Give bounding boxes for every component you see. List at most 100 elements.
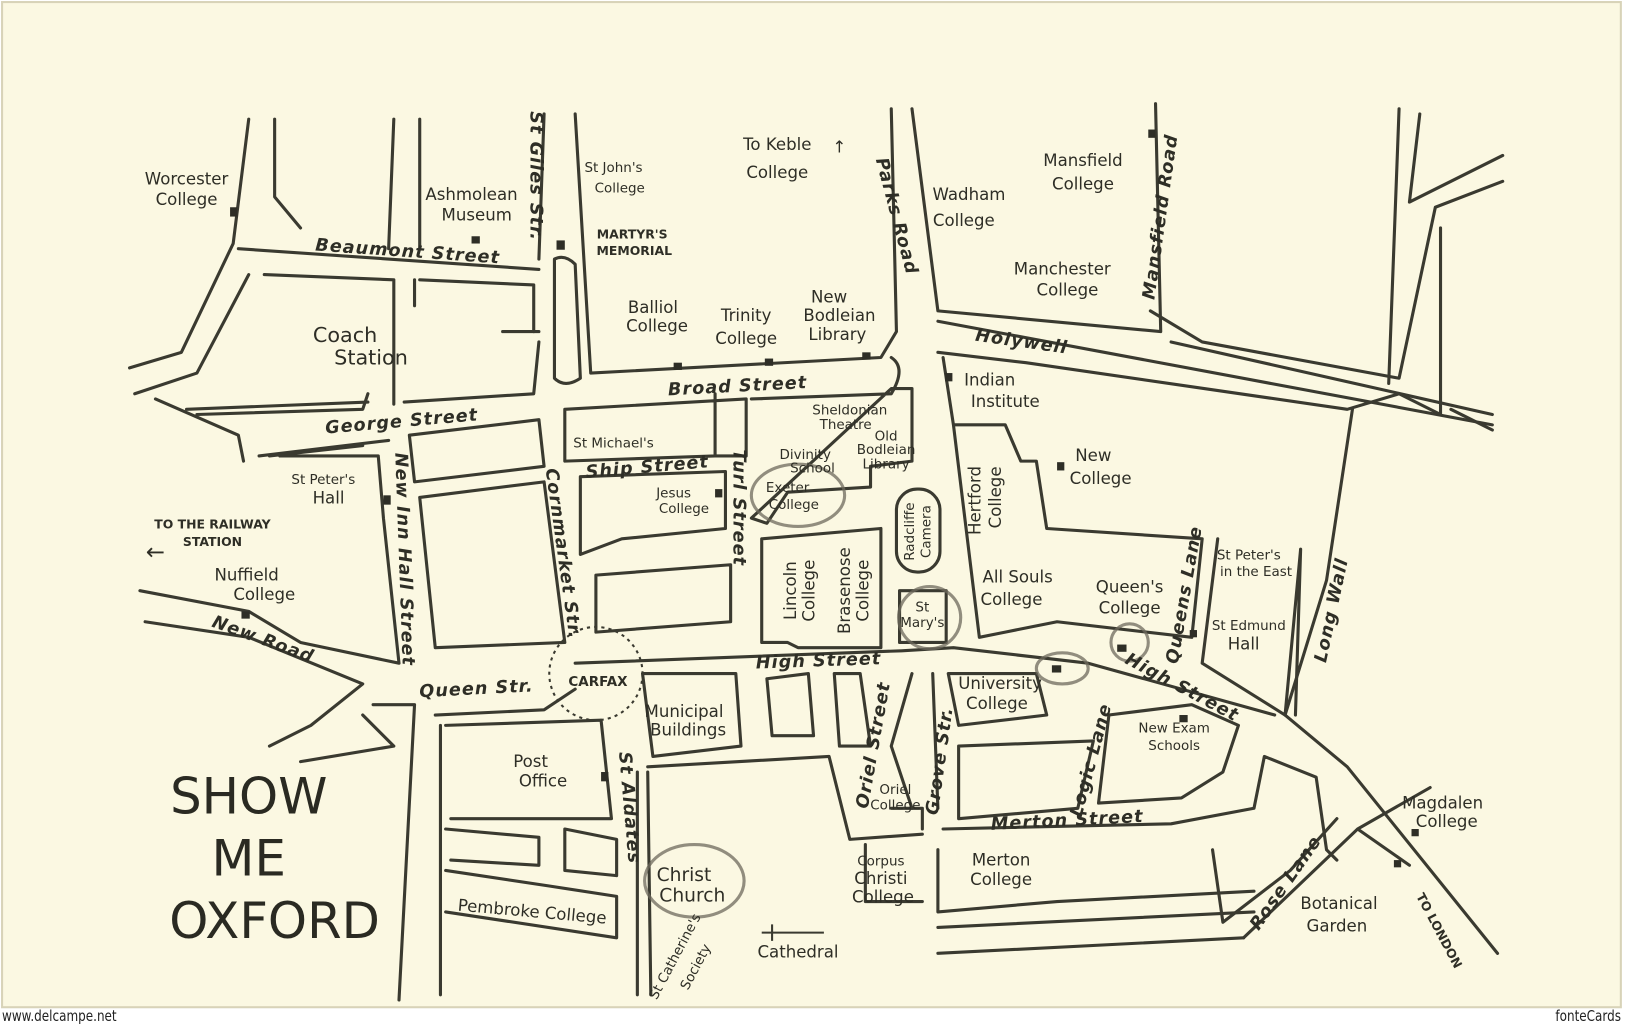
label-mansfield: Mansfield bbox=[1043, 151, 1122, 170]
label-new-exam-2: Schools bbox=[1148, 738, 1200, 754]
label-queens-2: College bbox=[1099, 598, 1161, 617]
label-wadham-2: College bbox=[933, 211, 995, 230]
label-oriel-2: College bbox=[870, 797, 920, 813]
label-worcester-2: College bbox=[156, 190, 218, 209]
label-new-exam: New Exam bbox=[1138, 721, 1210, 737]
label-oriel: Oriel bbox=[879, 782, 911, 798]
label-st-edmund-2: Hall bbox=[1228, 635, 1260, 654]
label-railway: TO THE RAILWAY bbox=[154, 516, 271, 531]
label-st-peters-hall-2: Hall bbox=[313, 489, 345, 508]
road-network bbox=[127, 102, 1505, 1002]
label-old-bodleian: Old bbox=[875, 428, 898, 444]
title-line-3: OXFORD bbox=[169, 892, 380, 950]
label-post-office-2: Office bbox=[519, 772, 567, 791]
label-radcliffe-2: Camera bbox=[919, 505, 935, 558]
label-lincoln: Lincoln bbox=[781, 561, 800, 620]
street-high-west: High Street bbox=[755, 649, 881, 673]
title-block: SHOW ME OXFORD bbox=[169, 767, 380, 949]
label-new-college-2: College bbox=[1070, 469, 1132, 488]
label-mansfield-2: College bbox=[1052, 175, 1114, 194]
label-st-peters-east-2: in the East bbox=[1220, 564, 1292, 580]
label-new-college: New bbox=[1075, 446, 1111, 465]
label-martyrs: MARTYR'S bbox=[597, 226, 668, 241]
watermark-left: www.delcampe.net bbox=[2, 1007, 117, 1025]
label-railway-2: STATION bbox=[183, 534, 242, 549]
label-corpus: Corpus bbox=[857, 853, 904, 869]
label-new-bodleian: New bbox=[811, 288, 847, 307]
label-nuffield-2: College bbox=[233, 585, 295, 604]
label-trinity-2: College bbox=[715, 329, 777, 348]
label-jesus: Jesus bbox=[655, 485, 691, 501]
label-st-edmund: St Edmund bbox=[1212, 618, 1286, 634]
building-markers bbox=[230, 129, 1419, 868]
label-st-michaels: St Michael's bbox=[573, 436, 653, 452]
label-new-bodleian-2: Bodleian bbox=[803, 306, 875, 325]
label-st-marys-2: Mary's bbox=[900, 615, 944, 631]
label-municipal: Municipal bbox=[645, 702, 724, 721]
watermark-right: fonteCards bbox=[1555, 1007, 1621, 1025]
label-university-2: College bbox=[966, 694, 1028, 713]
label-jesus-2: College bbox=[659, 501, 709, 517]
label-exeter-2: College bbox=[769, 497, 819, 513]
label-manchester-2: College bbox=[1037, 280, 1099, 299]
label-radcliffe: Radcliffe bbox=[902, 502, 918, 560]
label-exeter: Exeter bbox=[766, 480, 810, 496]
label-post-office: Post bbox=[513, 752, 548, 771]
label-indian: Indian bbox=[964, 370, 1015, 389]
label-carfax: CARFAX bbox=[568, 674, 628, 690]
label-hertford: Hertford bbox=[965, 466, 984, 535]
label-christ-church-2: Church bbox=[659, 886, 725, 907]
label-balliol: Balliol bbox=[628, 298, 678, 317]
label-brasenose: Brasenose bbox=[835, 547, 854, 634]
label-magdalen: Magdalen bbox=[1402, 793, 1483, 812]
label-st-marys: St bbox=[915, 599, 929, 615]
card-background bbox=[1, 1, 1622, 1009]
title-line-1: SHOW bbox=[170, 767, 327, 825]
label-coach: Coach bbox=[313, 323, 377, 347]
label-balliol-2: College bbox=[626, 317, 688, 336]
label-manchester: Manchester bbox=[1014, 260, 1111, 279]
label-st-johns-2: College bbox=[595, 181, 645, 197]
label-merton-2: College bbox=[970, 870, 1032, 889]
label-keble: To Keble bbox=[742, 135, 811, 154]
label-cathedral: Cathedral bbox=[757, 942, 838, 961]
label-old-bodleian-3: Library bbox=[863, 456, 910, 472]
label-worcester: Worcester bbox=[145, 169, 229, 188]
place-labels: Worcester College Ashmolean Museum St Jo… bbox=[145, 135, 1483, 1002]
label-divinity: Divinity bbox=[780, 447, 831, 463]
label-sheldonian-2: Theatre bbox=[819, 417, 872, 433]
label-magdalen-2: College bbox=[1416, 812, 1478, 831]
label-university: University bbox=[958, 674, 1042, 693]
label-st-peters-hall: St Peter's bbox=[291, 472, 355, 488]
label-wadham: Wadham bbox=[933, 185, 1006, 204]
label-queens: Queen's bbox=[1096, 578, 1164, 597]
label-christ-church: Christ bbox=[657, 865, 712, 886]
label-st-johns: St John's bbox=[584, 160, 642, 176]
label-municipal-2: Buildings bbox=[650, 721, 726, 740]
label-nuffield: Nuffield bbox=[215, 565, 279, 584]
label-sheldonian: Sheldonian bbox=[812, 403, 887, 419]
label-coach-2: Station bbox=[334, 346, 408, 370]
label-old-bodleian-2: Bodleian bbox=[857, 442, 916, 458]
label-botanical: Botanical bbox=[1300, 894, 1377, 913]
label-divinity-2: School bbox=[790, 461, 835, 477]
label-ashmolean-2: Museum bbox=[442, 206, 512, 225]
highlight-circles bbox=[548, 462, 1150, 919]
label-martyrs-2: MEMORIAL bbox=[597, 243, 673, 258]
label-keble-2: College bbox=[746, 163, 808, 182]
label-all-souls: All Souls bbox=[983, 567, 1053, 586]
street-st-giles: St Giles Str. bbox=[526, 111, 546, 241]
label-corpus-2: Christi bbox=[854, 869, 907, 888]
label-botanical-2: Garden bbox=[1307, 917, 1368, 936]
arrow-left-icon: ← bbox=[146, 540, 165, 566]
street-turl: Turl Street bbox=[729, 449, 749, 566]
label-brasenose-2: College bbox=[853, 560, 872, 622]
label-new-bodleian-3: Library bbox=[808, 325, 866, 344]
title-line-2: ME bbox=[212, 830, 286, 888]
label-all-souls-2: College bbox=[981, 590, 1043, 609]
label-ashmolean: Ashmolean bbox=[425, 185, 517, 204]
label-merton: Merton bbox=[972, 850, 1030, 869]
label-trinity: Trinity bbox=[720, 306, 772, 325]
